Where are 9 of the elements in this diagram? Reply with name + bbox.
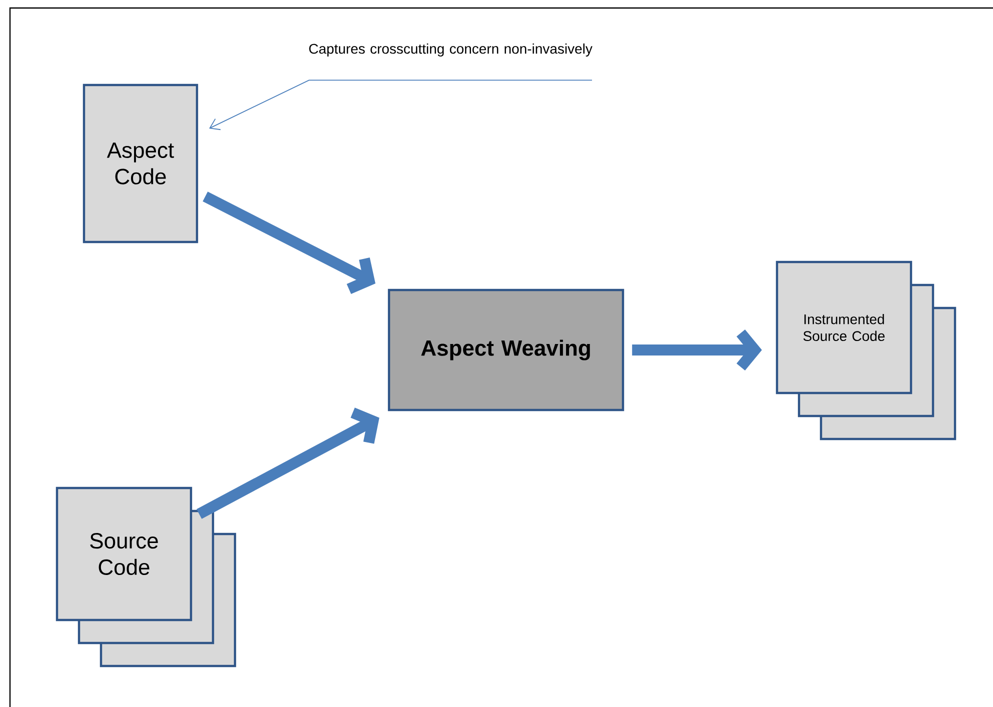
arrow xyxy=(196,408,380,519)
stacked-pages-drawing: Instrumented Source Code xyxy=(776,260,956,440)
leader-line xyxy=(209,80,592,130)
arrow xyxy=(202,192,376,294)
arrow xyxy=(632,330,762,370)
stacked-pages-drawing: Source Code xyxy=(56,486,236,668)
code-box: Aspect Code xyxy=(82,84,198,244)
process-box: Aspect Weaving xyxy=(388,288,624,412)
callout-text: Captures crosscutting concern non-invasively xyxy=(309,43,592,57)
